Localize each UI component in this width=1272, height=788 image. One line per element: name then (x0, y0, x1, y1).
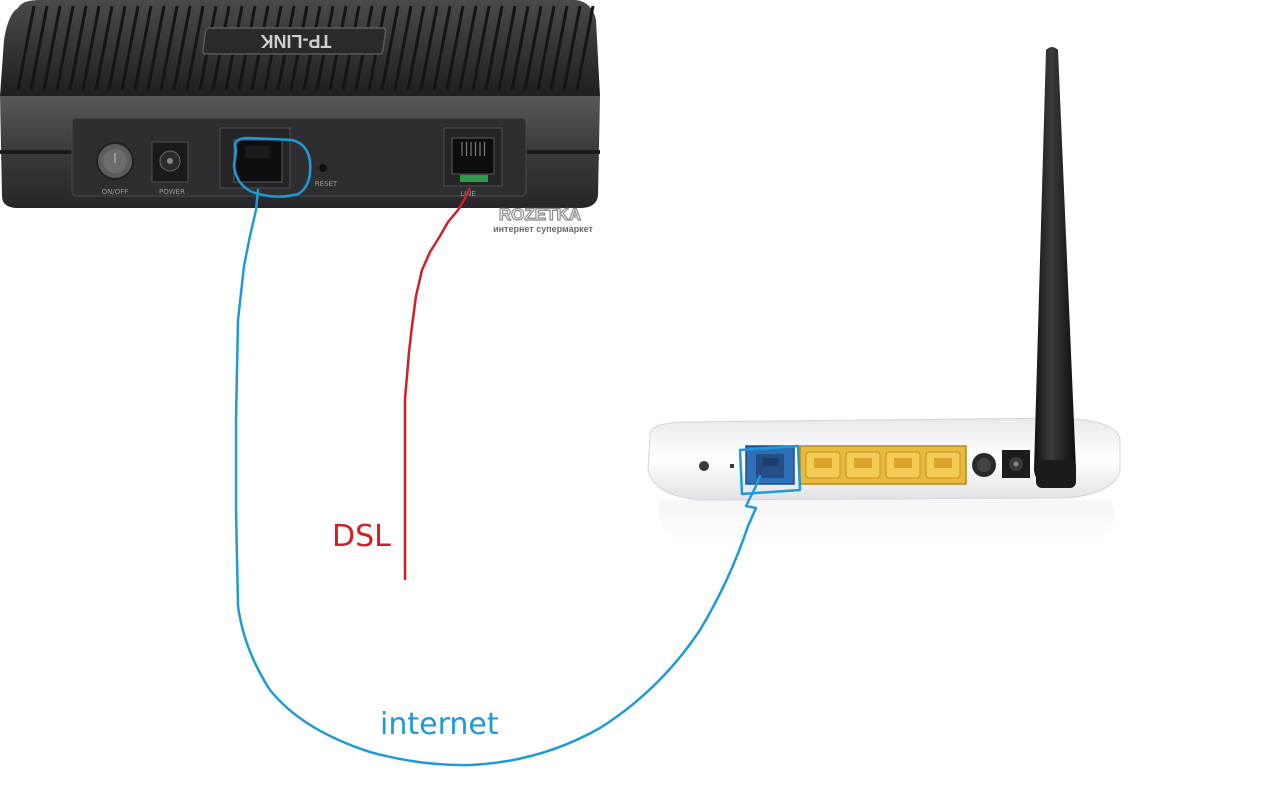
router-power-jack (1002, 450, 1030, 478)
watermark-title: ROZETKA (499, 205, 581, 224)
lan-port-slot (814, 458, 832, 468)
on-off-label: ON/OFF (102, 188, 129, 196)
wireless-router (647, 47, 1121, 548)
power-jack (151, 141, 189, 183)
vent-rib (133, 5, 153, 91)
vent-rib (185, 5, 205, 91)
vent-rib (107, 5, 127, 91)
modem-ethernet-port (219, 127, 291, 189)
vent-rib (432, 5, 452, 91)
lan-port-slot (854, 458, 872, 468)
vent-rib (94, 5, 114, 91)
router-power-button (972, 453, 996, 477)
router-wan-port (745, 445, 795, 485)
vent-rib (393, 5, 413, 91)
vent-rib (172, 5, 192, 91)
vent-rib (42, 5, 62, 91)
power-label: POWER (159, 188, 185, 196)
on-off-button (96, 142, 134, 180)
internet-cable (234, 188, 762, 767)
vent-rib (68, 5, 88, 91)
router-lan-ports (799, 445, 967, 485)
router-antenna (1034, 47, 1076, 488)
modem-vent-ribs (16, 5, 595, 91)
vent-rib (523, 5, 543, 91)
modem-port-highlight (232, 136, 312, 198)
router-indicator (730, 464, 734, 468)
vent-rib (445, 5, 465, 91)
vent-rib (536, 5, 556, 91)
vent-rib (575, 5, 595, 91)
vent-rib (159, 5, 179, 91)
adsl-modem: TP-LINK ON/OFF POWER RESET (0, 0, 600, 208)
router-reset-hole (699, 461, 709, 471)
vent-rib (549, 5, 569, 91)
vent-rib (419, 5, 439, 91)
vent-rib (510, 5, 530, 91)
router-reflection (658, 500, 1116, 548)
reset-button (319, 164, 327, 172)
modem-brand-text: TP-LINK (261, 31, 332, 51)
vent-rib (562, 5, 582, 91)
vent-rib (497, 5, 517, 91)
lan-port-slot (934, 458, 952, 468)
watermark-subtitle: интернет супермаркет (493, 224, 593, 234)
internet-label: internet (380, 707, 499, 742)
vent-rib (16, 5, 36, 91)
reset-label: RESET (315, 180, 338, 188)
router-port-highlight (738, 444, 802, 496)
line-port (443, 127, 503, 187)
vent-rib (120, 5, 140, 91)
vent-rib (380, 5, 400, 91)
vent-rib (471, 5, 491, 91)
modem-brand-plate: TP-LINK (202, 27, 387, 55)
vent-rib (146, 5, 166, 91)
vent-rib (81, 5, 101, 91)
vent-rib (55, 5, 75, 91)
vent-rib (458, 5, 478, 91)
lan-port-slot (894, 458, 912, 468)
vent-rib (29, 5, 49, 91)
vent-rib (484, 5, 504, 91)
vent-rib (406, 5, 426, 91)
dsl-cable (403, 187, 472, 580)
dsl-label: DSL (332, 519, 391, 554)
rozetka-watermark: ROZETKA интернет супермаркет (493, 204, 593, 234)
